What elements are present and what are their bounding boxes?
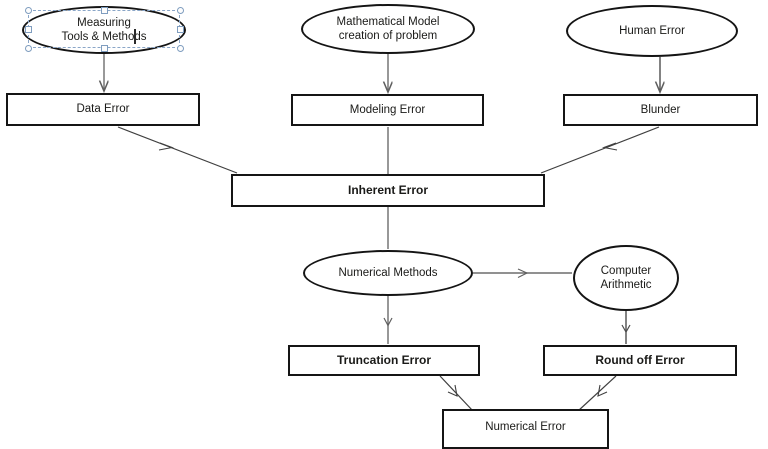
node-label-line1: Mathematical Model [336,15,440,28]
node-label: Human Error [619,24,685,37]
node-numerical-methods[interactable]: Numerical Methods [303,250,473,296]
edge-blunder-to-inherent [540,126,660,174]
node-measuring-tools-methods[interactable]: Measuring Tools & Methods [22,6,186,54]
edge-roundoff-to-numerical-error [577,375,617,412]
resize-handle-top-left[interactable] [24,6,32,14]
text-caret [134,29,136,44]
node-label: Round off Error [595,353,685,367]
resize-handle-middle-left[interactable] [24,25,32,33]
node-inherent-error[interactable]: Inherent Error [231,174,545,207]
node-label: Inherent Error [347,183,428,197]
edge-truncation-to-numerical-error [439,375,474,412]
connector-layer [0,54,768,412]
node-label: Computer Arithmetic [600,264,651,293]
edge-numerical-methods-to-computer-arithmetic [473,268,572,278]
node-truncation-error[interactable]: Truncation Error [288,345,480,376]
node-mathematical-model[interactable]: Mathematical Model creation of problem [301,4,475,54]
edge-data-to-inherent [117,126,238,174]
node-data-error[interactable]: Data Error [6,93,200,126]
node-label-line1: Measuring [77,16,131,29]
node-label: Measuring Tools & Methods [61,16,146,45]
resize-handle-top-center[interactable] [100,6,108,14]
node-label: Truncation Error [336,353,431,367]
resize-handle-bottom-left[interactable] [24,44,32,52]
node-blunder[interactable]: Blunder [563,94,758,126]
diagram-canvas: Measuring Tools & Methods Mathematical M… [0,4,768,449]
node-label: Blunder [640,103,681,116]
node-label: Modeling Error [349,103,426,116]
node-human-error[interactable]: Human Error [566,5,738,57]
resize-handle-bottom-right[interactable] [176,44,184,52]
edge-numerical-methods-to-truncation [383,296,393,344]
node-label-line2: Tools & Methods [61,31,147,43]
node-label: Numerical Methods [338,266,438,279]
node-label: Mathematical Model creation of problem [337,15,440,44]
resize-handle-top-right[interactable] [176,6,184,14]
node-numerical-error[interactable]: Numerical Error [442,409,609,449]
node-label-line2: Arithmetic [600,279,652,291]
node-label: Data Error [76,103,130,116]
node-label-line1: Computer [600,264,652,277]
edge-computer-arithmetic-to-roundoff [621,311,631,344]
node-label-line2: creation of problem [338,30,438,42]
resize-handle-bottom-center[interactable] [100,44,108,52]
node-label: Numerical Error [485,421,566,433]
resize-handle-middle-right[interactable] [176,25,184,33]
node-round-off-error[interactable]: Round off Error [543,345,737,376]
node-modeling-error[interactable]: Modeling Error [291,94,484,126]
node-computer-arithmetic[interactable]: Computer Arithmetic [573,245,679,311]
